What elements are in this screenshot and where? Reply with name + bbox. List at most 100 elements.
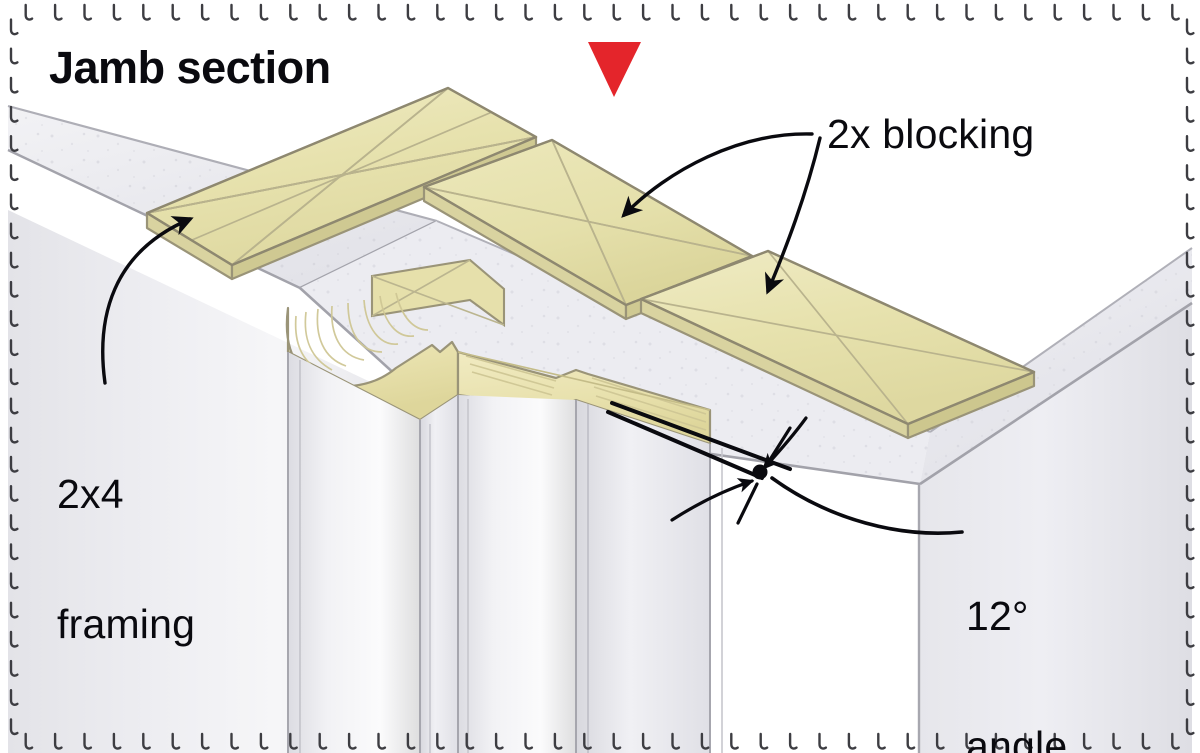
border-tick bbox=[318, 732, 328, 750]
stamp-border bbox=[9, 3, 1195, 750]
angle-indicator bbox=[606, 401, 964, 535]
jamb-legs bbox=[287, 352, 723, 753]
border-tick bbox=[9, 630, 19, 648]
border-tick bbox=[788, 3, 798, 21]
border-tick bbox=[1185, 47, 1195, 65]
border-tick bbox=[112, 732, 122, 750]
border-tick bbox=[1185, 368, 1195, 386]
border-tick bbox=[230, 3, 240, 21]
border-tick bbox=[406, 732, 416, 750]
border-tick bbox=[730, 732, 739, 750]
border-tick bbox=[1171, 732, 1180, 750]
border-tick bbox=[1185, 455, 1195, 473]
framing-leader-arrow bbox=[101, 216, 194, 385]
border-tick bbox=[612, 3, 622, 21]
border-tick bbox=[9, 426, 19, 444]
border-tick bbox=[906, 732, 916, 750]
border-tick bbox=[1185, 105, 1195, 123]
border-tick bbox=[1185, 397, 1195, 415]
border-tick bbox=[1053, 3, 1063, 21]
border-tick bbox=[318, 3, 328, 21]
border-tick bbox=[1024, 732, 1033, 750]
border-tick bbox=[1185, 718, 1195, 736]
border-tick bbox=[289, 3, 298, 21]
border-tick bbox=[1185, 543, 1195, 561]
border-tick bbox=[1185, 426, 1195, 444]
border-tick bbox=[9, 368, 19, 386]
label-2x4-framing-line2: framing bbox=[57, 601, 196, 648]
bevel-guide-line-1 bbox=[610, 401, 792, 471]
border-tick bbox=[1112, 3, 1122, 21]
border-tick bbox=[9, 47, 19, 65]
border-tick bbox=[494, 3, 504, 21]
border-tick bbox=[1185, 164, 1195, 182]
jamb-reveal-lines bbox=[287, 352, 723, 753]
border-tick bbox=[377, 3, 387, 21]
border-tick bbox=[347, 732, 357, 750]
border-tick bbox=[9, 397, 19, 415]
border-tick bbox=[1185, 309, 1195, 327]
border-tick bbox=[965, 732, 975, 750]
border-tick bbox=[1185, 659, 1195, 677]
blocking-leader-right bbox=[764, 136, 822, 295]
border-tick bbox=[553, 3, 563, 21]
border-tick bbox=[906, 3, 916, 21]
border-tick bbox=[406, 3, 416, 21]
border-tick bbox=[171, 3, 181, 21]
border-tick bbox=[259, 732, 269, 750]
border-tick bbox=[788, 732, 798, 750]
border-tick bbox=[9, 572, 19, 590]
border-tick bbox=[1185, 630, 1195, 648]
border-tick bbox=[9, 689, 19, 706]
border-tick bbox=[877, 732, 886, 750]
border-tick bbox=[553, 732, 563, 750]
border-tick bbox=[1141, 3, 1151, 21]
border-tick bbox=[9, 514, 19, 531]
border-tick bbox=[171, 732, 181, 750]
border-tick bbox=[1185, 689, 1195, 706]
border-tick bbox=[524, 3, 534, 21]
border-tick bbox=[465, 3, 475, 21]
border-tick bbox=[524, 732, 534, 750]
border-tick bbox=[142, 3, 151, 21]
border-tick bbox=[494, 732, 504, 750]
border-tick bbox=[700, 732, 710, 750]
border-tick bbox=[847, 3, 857, 21]
border-tick bbox=[24, 3, 34, 21]
label-12-degree-angle: 12° angle bbox=[966, 508, 1067, 753]
border-tick bbox=[994, 3, 1004, 21]
border-tick bbox=[9, 105, 19, 123]
border-tick bbox=[9, 280, 19, 298]
border-tick bbox=[9, 222, 19, 240]
angle-vertex-dot bbox=[752, 464, 768, 480]
border-tick bbox=[847, 732, 857, 750]
border-tick bbox=[818, 732, 828, 750]
border-tick bbox=[612, 732, 622, 750]
pointer-triangle-marker bbox=[588, 42, 641, 97]
border-tick bbox=[641, 3, 651, 21]
casing-grain-long bbox=[457, 351, 711, 411]
border-tick bbox=[877, 3, 886, 21]
border-tick bbox=[9, 18, 19, 36]
border-tick bbox=[9, 309, 19, 327]
angle-arrow-lower bbox=[670, 478, 755, 522]
border-tick bbox=[1082, 3, 1092, 21]
jamb-leg-c bbox=[458, 395, 576, 753]
border-tick bbox=[436, 3, 445, 21]
border-tick bbox=[465, 732, 475, 750]
border-tick bbox=[9, 484, 19, 502]
border-tick bbox=[671, 732, 681, 750]
border-tick bbox=[1141, 732, 1151, 750]
border-tick bbox=[142, 732, 151, 750]
border-tick bbox=[200, 3, 210, 21]
page-title: Jamb section bbox=[49, 42, 331, 93]
blocking-right bbox=[639, 249, 1036, 440]
label-2x-blocking: 2x blocking bbox=[827, 111, 1035, 157]
border-tick bbox=[965, 3, 975, 21]
border-tick bbox=[9, 135, 19, 152]
border-tick bbox=[9, 76, 19, 94]
border-tick bbox=[9, 339, 19, 357]
border-tick bbox=[1185, 339, 1195, 357]
border-tick bbox=[1112, 732, 1122, 750]
